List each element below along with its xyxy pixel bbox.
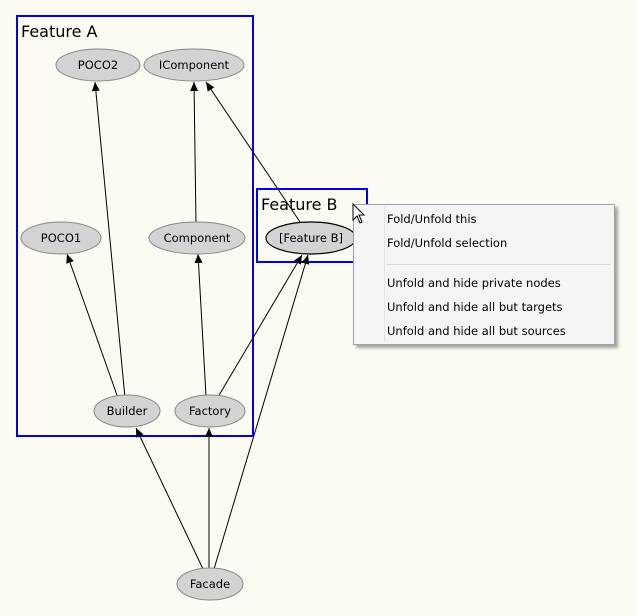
node-poco2-label: POCO2 [78, 58, 118, 72]
mouse-cursor-icon [352, 203, 366, 224]
menu-separator [387, 264, 610, 265]
node-poco2[interactable]: POCO2 [55, 48, 141, 82]
node-factory-label: Factory [189, 404, 231, 418]
edge-factory-component [194, 253, 207, 397]
node-feature-b-label: [Feature B] [279, 231, 343, 245]
edge-facade-featureb [213, 254, 310, 570]
menu-item-fold-unfold-this[interactable]: Fold/Unfold this [387, 212, 477, 226]
menu-item-unfold-hide-private[interactable]: Unfold and hide private nodes [387, 276, 561, 290]
node-component[interactable]: Component [148, 221, 246, 255]
edge-factory-featureb [217, 254, 303, 398]
node-facade-label: Facade [190, 577, 230, 591]
node-poco1-label: POCO1 [41, 231, 81, 245]
node-feature-b[interactable]: [Feature B] [265, 221, 357, 255]
node-builder-label: Builder [107, 404, 148, 418]
node-poco1[interactable]: POCO1 [20, 221, 102, 255]
edge-facade-builder [135, 427, 204, 570]
node-builder[interactable]: Builder [93, 394, 161, 428]
node-component-label: Component [164, 231, 231, 245]
edge-builder-poco1 [66, 253, 119, 399]
edge-builder-poco2 [91, 81, 126, 399]
menu-item-fold-unfold-selection[interactable]: Fold/Unfold selection [387, 236, 508, 250]
edge-featureb-icomponent [205, 81, 301, 223]
cluster-feature-a[interactable] [16, 15, 254, 437]
node-facade[interactable]: Facade [176, 567, 244, 601]
context-menu[interactable]: Fold/Unfold this Fold/Unfold selection U… [353, 204, 615, 345]
menu-item-unfold-hide-all-but-sources[interactable]: Unfold and hide all but sources [387, 324, 566, 338]
menu-item-unfold-hide-all-but-targets[interactable]: Unfold and hide all but targets [387, 300, 563, 314]
node-factory[interactable]: Factory [174, 394, 246, 428]
cluster-feature-a-label: Feature A [21, 22, 98, 41]
node-icomponent-label: IComponent [159, 58, 230, 72]
cluster-feature-b-label: Feature B [261, 195, 338, 214]
edge-component-icomponent [190, 81, 199, 225]
node-icomponent[interactable]: IComponent [143, 48, 245, 82]
menu-gutter [384, 207, 385, 342]
